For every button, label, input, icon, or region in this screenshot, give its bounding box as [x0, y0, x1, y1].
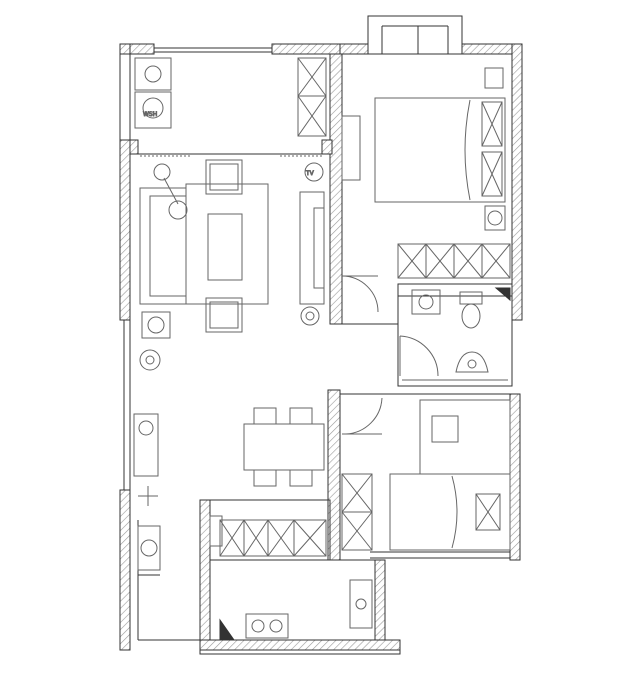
tv-unit-icon — [304, 162, 324, 182]
desk — [431, 415, 459, 443]
kitchen-sink — [349, 579, 373, 629]
dining-area — [133, 407, 325, 571]
aircon — [141, 311, 171, 339]
hob — [245, 613, 289, 639]
kitchen — [209, 287, 511, 641]
balcony: WSH — [134, 57, 327, 137]
exterior-walls — [119, 43, 523, 651]
washing-machine — [134, 57, 172, 91]
sofa — [139, 187, 187, 305]
washing-machine-drum — [144, 65, 162, 83]
corner-fill — [219, 618, 235, 641]
second-bedroom — [341, 397, 511, 551]
rug — [185, 183, 269, 305]
bathroom-toilet — [459, 291, 483, 305]
dining-table — [243, 423, 325, 471]
bathroom — [399, 289, 508, 381]
room-outlines — [119, 15, 513, 655]
bathroom-sink — [411, 289, 441, 315]
chair-1 — [253, 407, 277, 425]
living-room: TV — [139, 155, 325, 371]
plant-living — [300, 306, 320, 326]
chair-3 — [253, 469, 277, 487]
tv-unit-label: TV — [305, 170, 315, 177]
dryer-drum — [142, 97, 164, 119]
coffee-table — [207, 213, 243, 281]
washer-kitchen — [137, 525, 161, 571]
upper-cabinets — [219, 519, 327, 557]
master-bedroom — [341, 67, 511, 313]
pillow-bottom — [481, 151, 503, 197]
bed-pillow — [475, 493, 501, 531]
dryer — [134, 91, 172, 129]
chair-4 — [289, 469, 313, 487]
nightstand-top — [484, 67, 504, 89]
washer-label: WSH — [143, 111, 157, 118]
floor-lamp — [153, 163, 171, 181]
nightstand-lamp — [484, 205, 506, 231]
tv-console — [299, 191, 325, 305]
chair-2 — [289, 407, 313, 425]
pillow-top — [481, 101, 503, 147]
single-bed — [389, 473, 511, 551]
shower — [455, 351, 489, 373]
armchair-bottom — [205, 297, 243, 333]
double-bed — [374, 97, 506, 203]
storage-cabinet — [297, 57, 327, 137]
armchair-top — [205, 159, 243, 195]
side-fridge — [133, 413, 159, 477]
bathroom-corner-fill — [494, 287, 511, 302]
wall-cabinet — [341, 115, 361, 181]
desk-surface — [419, 399, 511, 475]
plant-corner — [139, 349, 161, 371]
kitchen-hood — [209, 515, 223, 547]
